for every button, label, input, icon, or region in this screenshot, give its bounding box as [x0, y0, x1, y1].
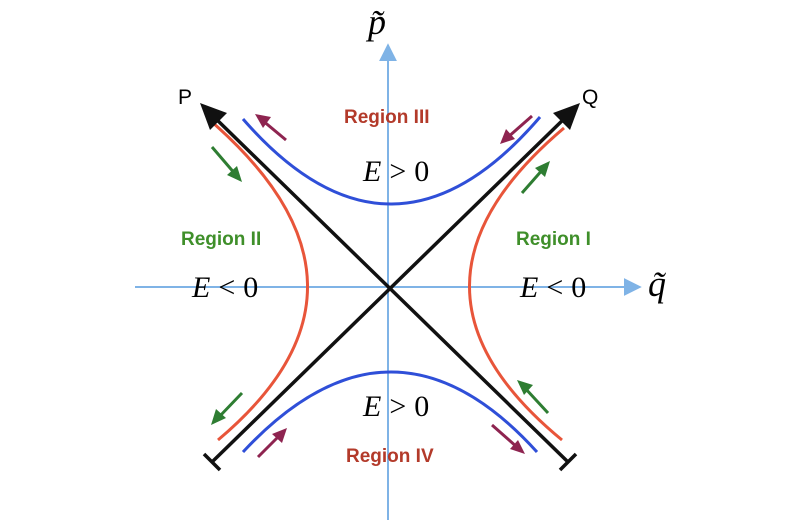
separatrix-q-arrowhead [553, 103, 580, 130]
separatrix-q-label: Q [582, 86, 598, 109]
flow-arrow-green-bottom-left [211, 391, 244, 425]
region-iv-label: Region IV [346, 446, 434, 467]
energy-label-region-ii: E<0 [191, 271, 258, 304]
flow-arrow-green-bottom-right [517, 380, 550, 415]
flow-arrow-purple-bottom-right [491, 423, 525, 454]
separatrix-p-arrowhead [200, 103, 227, 130]
region-iii-label: Region III [344, 107, 430, 128]
flow-arrow-green-top-right [520, 161, 550, 194]
hyperbola-region-iv [241, 370, 539, 454]
flow-arrow-purple-top-left [255, 114, 287, 142]
flow-arrow-purple-top-right [500, 114, 533, 144]
separatrix-q-end-cap [202, 452, 222, 472]
energy-label-region-iv: E>0 [362, 390, 429, 423]
q-axis-label: q̃ [648, 264, 667, 304]
region-i-label: Region I [516, 229, 591, 250]
hyperbola-region-i [468, 126, 565, 442]
flow-arrow-green-top-left [210, 146, 242, 182]
region-ii-label: Region II [181, 229, 261, 250]
energy-label-region-iii: E>0 [362, 155, 429, 188]
p-axis-label: p̃ [365, 2, 386, 42]
flow-arrow-purple-bottom-left [256, 428, 287, 459]
separatrix-p-end-cap [558, 452, 578, 472]
separatrix-p [210, 113, 570, 464]
hyperbola-region-iii [241, 116, 542, 206]
energy-label-region-i: E<0 [519, 271, 586, 304]
separatrix-p-label: P [178, 86, 192, 109]
hyperbola-region-ii [211, 120, 309, 442]
